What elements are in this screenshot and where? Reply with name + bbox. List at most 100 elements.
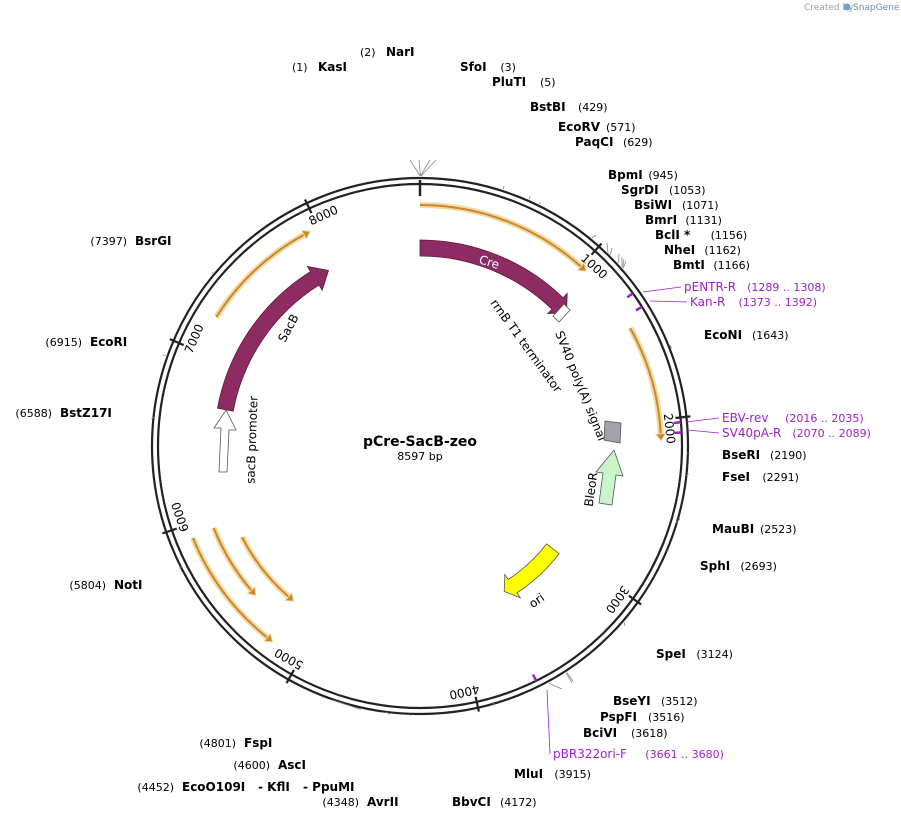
site-asci[interactable]: (4600) AscI bbox=[233, 758, 306, 772]
site-bpmi[interactable]: BpmI (945) bbox=[608, 168, 678, 182]
site-bsrgi[interactable]: (7397)BsrGI bbox=[90, 234, 171, 248]
site-name: EcoNI bbox=[704, 328, 742, 342]
primer-mark-1 bbox=[635, 305, 643, 312]
site-line-pluti bbox=[420, 159, 437, 177]
site-bmti[interactable]: BmtI(1166) bbox=[673, 258, 750, 272]
primer-range: (1289 .. 1308) bbox=[747, 281, 826, 294]
site-position: (1) bbox=[292, 61, 308, 74]
site-maubi[interactable]: MauBI(2523) bbox=[712, 522, 797, 536]
site-position: (4452) bbox=[137, 781, 174, 794]
feature-bleor[interactable]: BleoR bbox=[582, 449, 624, 508]
site-position: (1131) bbox=[685, 214, 722, 227]
site-nari[interactable]: (2) NarI bbox=[360, 45, 415, 59]
site-name: BstBI bbox=[530, 100, 566, 114]
site-name: AscI bbox=[278, 758, 306, 772]
primer-ebvrev[interactable]: EBV-rev(2016 .. 2035) bbox=[685, 411, 864, 425]
site-sphi[interactable]: SphI(2693) bbox=[700, 559, 777, 573]
site-name: BbvCI bbox=[452, 795, 491, 809]
feature-ori[interactable]: ori bbox=[503, 543, 560, 611]
plasmid-name: pCre-SacB-zeo bbox=[363, 434, 477, 450]
tick-mark-8000 bbox=[304, 199, 313, 214]
site-line-nari bbox=[418, 159, 421, 177]
site-position: (945) bbox=[648, 169, 678, 182]
site-line-spei bbox=[623, 622, 626, 627]
site-pluti[interactable]: PluTI(5) bbox=[492, 75, 556, 89]
site-noti[interactable]: (5804)NotI bbox=[69, 578, 142, 592]
site-ppumi[interactable]: - PpuMI bbox=[303, 780, 355, 794]
site-avrii[interactable]: (4348)AvrII bbox=[322, 795, 398, 809]
site-bseri[interactable]: BseRI (2190) bbox=[722, 448, 807, 462]
tick-label-4000: 4000 bbox=[448, 682, 481, 702]
site-position: (2) bbox=[360, 46, 376, 59]
site-position: (4600) bbox=[233, 759, 270, 772]
site-line-sgrdi bbox=[606, 242, 609, 253]
site-position: (571) bbox=[606, 121, 636, 134]
site-ecorv[interactable]: EcoRV(571) bbox=[558, 120, 636, 134]
site-line-pspfi bbox=[565, 672, 573, 684]
site-position: (3516) bbox=[648, 711, 685, 724]
primer-labels: pENTR-R(1289 .. 1308)Kan-R(1373 .. 1392)… bbox=[546, 280, 871, 761]
site-bstbi[interactable]: BstBI(429) bbox=[530, 100, 608, 114]
tick-mark-2000 bbox=[675, 415, 691, 420]
site-line-bseri bbox=[686, 452, 691, 455]
primer-sv40par[interactable]: SV40pA-R(2070 .. 2089) bbox=[687, 426, 871, 440]
feature-label-cre: Cre bbox=[477, 252, 501, 271]
primer-kanr[interactable]: Kan-R(1373 .. 1392) bbox=[649, 295, 818, 309]
site-line-bsrgi bbox=[212, 271, 214, 274]
site-mlui[interactable]: MluI(3915) bbox=[514, 767, 591, 781]
site-sfoi[interactable]: SfoI(3) bbox=[460, 60, 516, 74]
site-pspfi[interactable]: PspFI(3516) bbox=[600, 710, 685, 724]
site-kfli[interactable]: - KflI bbox=[258, 780, 290, 794]
feature-sacb-promoter[interactable]: sacB promoter bbox=[213, 396, 261, 484]
feature-label-sacb-promoter: sacB promoter bbox=[243, 396, 260, 484]
site-sgrdi[interactable]: SgrDI(1053) bbox=[621, 183, 706, 197]
site-name: BmrI bbox=[645, 213, 677, 227]
site-position: (3512) bbox=[661, 695, 698, 708]
site-ecoo109i[interactable]: (4452)EcoO109I bbox=[137, 780, 245, 794]
site-fsei[interactable]: FseI(2291) bbox=[722, 470, 799, 484]
site-bmri[interactable]: BmrI (1131) bbox=[645, 213, 722, 227]
site-bcivi[interactable]: BciVI(3618) bbox=[583, 726, 668, 740]
primer-range: (1373 .. 1392) bbox=[739, 296, 818, 309]
site-name: NarI bbox=[386, 45, 415, 59]
site-position: (4172) bbox=[500, 796, 537, 809]
site-line-sfoi bbox=[420, 159, 431, 177]
site-kasi[interactable]: (1)KasI bbox=[292, 60, 347, 74]
plasmid-size: 8597 bp bbox=[397, 450, 442, 463]
site-line-ecoo109i bbox=[385, 711, 390, 715]
site-position: (5804) bbox=[69, 579, 106, 592]
site-ecori[interactable]: (6915)EcoRI bbox=[45, 335, 127, 349]
site-line-bmti bbox=[622, 260, 627, 269]
site-name: BclI * bbox=[655, 228, 691, 242]
site-position: (7397) bbox=[90, 235, 127, 248]
site-name: BseRI bbox=[722, 448, 760, 462]
orf-arc-6 bbox=[241, 536, 290, 598]
site-econi[interactable]: EcoNI(1643) bbox=[704, 328, 789, 342]
primer-pbr322orif[interactable]: pBR322ori-F(3661 .. 3680) bbox=[546, 689, 724, 761]
site-bcli[interactable]: BclI *(1156) bbox=[655, 228, 747, 242]
feature-cre[interactable]: Cre bbox=[419, 239, 568, 315]
site-position: (3124) bbox=[696, 648, 733, 661]
site-name: - PpuMI bbox=[303, 780, 355, 794]
site-paqci[interactable]: PaqCI(629) bbox=[575, 135, 653, 149]
site-position: (2190) bbox=[770, 449, 807, 462]
tick-mark-6000 bbox=[162, 527, 177, 535]
site-name: AvrII bbox=[367, 795, 399, 809]
site-name: BpmI bbox=[608, 168, 643, 182]
site-name: FseI bbox=[722, 470, 750, 484]
backbone-outer bbox=[150, 176, 690, 716]
primer-pentrr[interactable]: pENTR-R(1289 .. 1308) bbox=[642, 280, 826, 294]
site-bseyi[interactable]: BseYI(3512) bbox=[613, 694, 698, 708]
primer-range: (2016 .. 2035) bbox=[785, 412, 864, 425]
site-fspi[interactable]: (4801)FspI bbox=[199, 736, 272, 750]
site-bsiwi[interactable]: BsiWI(1071) bbox=[634, 198, 719, 212]
site-spei[interactable]: SpeI(3124) bbox=[656, 647, 733, 661]
orf-arc-1-head bbox=[576, 261, 587, 272]
site-line-fspi bbox=[321, 695, 324, 699]
site-bstz17i[interactable]: (6588)BstZ17I bbox=[15, 406, 111, 420]
primer-leader bbox=[546, 689, 551, 755]
site-nhei[interactable]: NheI(1162) bbox=[664, 243, 741, 257]
site-bbvci[interactable]: BbvCI (4172) bbox=[452, 795, 537, 809]
